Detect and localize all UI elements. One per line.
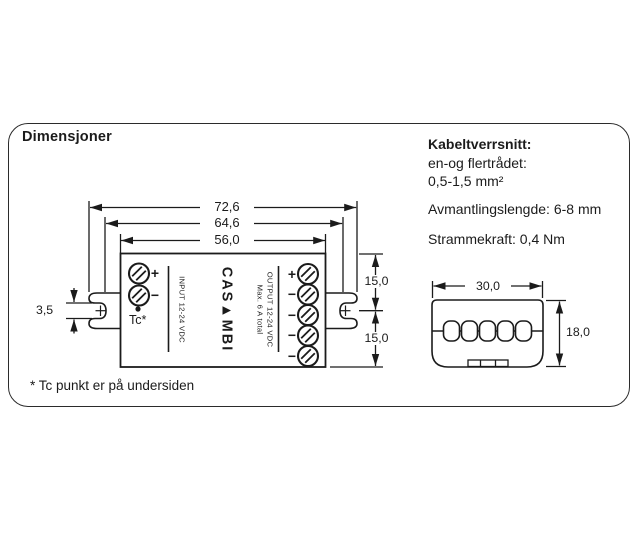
output-label-block: OUTPUT 12-24 VDC Max. 6 A total — [254, 264, 275, 356]
dim-width-body: 56,0 — [200, 232, 254, 247]
output-terminal-5: − — [287, 347, 297, 364]
dim-height-bottom: 15,0 — [358, 331, 395, 346]
spec-stripping-length: Avmantlingslengde: 6-8 mm — [428, 201, 602, 217]
spec-torque: Strammekraft: 0,4 Nm — [428, 231, 565, 247]
tc-footnote: * Tc punkt er på undersiden — [30, 378, 195, 393]
dim-connector-height: 18,0 — [566, 325, 590, 339]
page-title: Dimensjoner — [22, 129, 113, 145]
dim-connector-width: 30,0 — [465, 279, 511, 294]
output-label: OUTPUT 12-24 VDC — [265, 271, 275, 348]
input-label: INPUT 12-24 VDC — [177, 276, 187, 343]
output-terminal-3: − — [287, 306, 297, 323]
brand-logo: CAS▲MBI — [218, 266, 235, 353]
output-terminal-1: + — [287, 265, 297, 282]
spec-cross-section: 0,5-1,5 mm² — [428, 173, 504, 189]
output-terminal-4: − — [287, 327, 297, 343]
tc-label: Tc* — [129, 313, 147, 327]
dim-slot-width: 3,5 — [36, 302, 54, 317]
output-terminal-2: − — [287, 286, 297, 302]
dim-height-top: 15,0 — [358, 274, 395, 289]
dim-width-overall: 72,6 — [200, 199, 254, 214]
output-sublabel: Max. 6 A total — [256, 284, 265, 335]
spec-wire-types: en-og flertrådet: — [428, 155, 527, 171]
input-terminal-plus: + — [150, 265, 160, 281]
dim-width-mounting: 64,6 — [200, 215, 254, 230]
spec-heading: Kabeltverrsnitt: — [428, 136, 532, 152]
input-terminal-minus: − — [150, 287, 160, 303]
dimensions-card — [8, 123, 630, 407]
